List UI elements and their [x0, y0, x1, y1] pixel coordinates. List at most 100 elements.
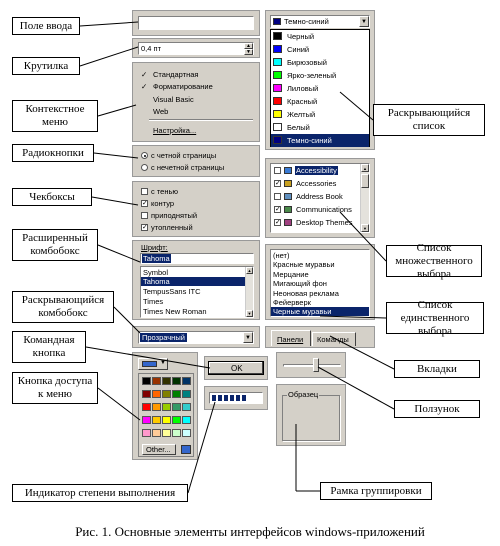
context-menu-item[interactable]: Настройка...: [153, 126, 197, 135]
radio-odd[interactable]: [141, 164, 148, 171]
spinner-down-button[interactable]: ▼: [244, 49, 253, 55]
list-item[interactable]: Symbol: [143, 268, 169, 277]
single-list-item[interactable]: Красные муравьи: [273, 260, 335, 270]
palette-swatch[interactable]: [182, 403, 191, 411]
single-list-item[interactable]: Фейерверк: [273, 298, 311, 307]
palette-swatch[interactable]: [162, 403, 171, 411]
context-menu-item[interactable]: Visual Basic: [153, 95, 194, 104]
radio-even[interactable]: [141, 152, 148, 159]
checkbox[interactable]: ✓: [274, 180, 281, 187]
dropdown-combo[interactable]: Прозрачный ▼: [138, 331, 254, 344]
multi-list-item[interactable]: ✓Accessories: [271, 178, 360, 190]
folder-icon: [284, 180, 292, 187]
checkbox[interactable]: [274, 167, 281, 174]
palette-swatch[interactable]: [162, 390, 171, 398]
context-menu-item[interactable]: Стандартная: [153, 70, 199, 79]
palette-swatch[interactable]: [142, 403, 151, 411]
extended-combo-value: Tahoma: [142, 254, 171, 263]
palette-swatch[interactable]: [152, 429, 161, 437]
other-colors-button[interactable]: Other...: [142, 444, 176, 455]
dropdown-list-item[interactable]: Желтый: [271, 108, 369, 121]
checkbox[interactable]: [274, 193, 281, 200]
palette-swatch[interactable]: [162, 416, 171, 424]
dropdown-list-item[interactable]: Синий: [271, 43, 369, 56]
single-list-item[interactable]: Мигающий фон: [273, 279, 327, 289]
list-item[interactable]: Times: [143, 297, 164, 306]
extended-combo-list[interactable]: Symbol Tahoma TempusSans ITC Times Times…: [140, 266, 254, 318]
input-field[interactable]: [138, 16, 254, 30]
palette-swatch[interactable]: [152, 403, 161, 411]
extended-combo-input[interactable]: Tahoma: [140, 253, 254, 264]
scroll-up-icon[interactable]: ▲: [361, 164, 369, 172]
single-list-item-selected[interactable]: Черные муравьи: [271, 307, 369, 317]
scroll-down-icon[interactable]: ▼: [361, 224, 369, 232]
palette-swatch[interactable]: [152, 416, 161, 424]
list-item-selected[interactable]: Tahoma: [141, 277, 247, 286]
palette-swatch[interactable]: [172, 416, 181, 424]
dropdown-list-item[interactable]: Белый: [271, 121, 369, 134]
dropdown-list-item[interactable]: Лиловый: [271, 82, 369, 95]
dropdown-list-combo[interactable]: Темно-синий ▼: [270, 15, 370, 28]
list-item[interactable]: TempusSans ITC: [143, 287, 201, 296]
single-list-item[interactable]: (нет): [273, 251, 290, 260]
palette-swatch[interactable]: [142, 390, 151, 398]
dropdown-list-item[interactable]: Бирюзовый: [271, 56, 369, 69]
chevron-down-icon[interactable]: ▼: [359, 16, 369, 27]
callout-input-field: Поле ввода: [12, 17, 80, 35]
checkbox-group: с тенью ✓ контур приподнятый ✓ утопленны…: [132, 181, 260, 237]
dropdown-list-item[interactable]: Красный: [271, 95, 369, 108]
palette-swatch[interactable]: [182, 429, 191, 437]
palette-swatch[interactable]: [162, 377, 171, 385]
slider-track[interactable]: [283, 364, 341, 367]
tab-commands[interactable]: Команды: [312, 332, 356, 346]
palette-swatch[interactable]: [142, 416, 151, 424]
spinner-input[interactable]: 0,4 пт ▲ ▼: [138, 42, 254, 55]
palette-swatch[interactable]: [142, 377, 151, 385]
scroll-thumb[interactable]: [361, 174, 369, 188]
context-menu-item[interactable]: Web: [153, 107, 169, 116]
checkbox-raised[interactable]: [141, 212, 148, 219]
spinner-up-button[interactable]: ▲: [244, 43, 253, 49]
single-list-item[interactable]: Неоновая реклама: [273, 288, 339, 298]
dropdown-list-item[interactable]: Темно-синий: [271, 134, 369, 147]
palette-swatch[interactable]: [162, 429, 171, 437]
list-item[interactable]: Times New Roman: [143, 307, 207, 316]
palette-swatch[interactable]: [152, 377, 161, 385]
palette-swatch[interactable]: [172, 429, 181, 437]
multi-list-item[interactable]: Accessibility: [271, 165, 360, 177]
multi-list-item[interactable]: ✓Desktop Themes: [271, 217, 360, 229]
palette-swatch[interactable]: [142, 429, 151, 437]
checkbox[interactable]: ✓: [274, 219, 281, 226]
palette-swatch[interactable]: [172, 390, 181, 398]
tab-panels[interactable]: Панели: [271, 330, 311, 346]
color-menu-button[interactable]: ▼: [138, 358, 168, 370]
color-swatch-icon: [273, 71, 282, 79]
multi-list-item-label: Accessibility: [295, 166, 338, 175]
slider-thumb[interactable]: [313, 358, 319, 372]
checkbox-sunken[interactable]: ✓: [141, 224, 148, 231]
single-list-item[interactable]: Мерцание: [273, 269, 309, 279]
dropdown-list-item[interactable]: Черный: [271, 30, 369, 43]
scroll-down-icon[interactable]: ▼: [246, 310, 253, 317]
palette-swatch[interactable]: [172, 403, 181, 411]
ok-button[interactable]: OK: [208, 361, 264, 375]
multi-list-scrollbar[interactable]: ▲ ▼: [360, 164, 369, 232]
scroll-up-icon[interactable]: ▲: [246, 267, 253, 274]
extended-combo-scrollbar[interactable]: ▲ ▼: [245, 267, 253, 317]
multi-list-item[interactable]: ✓Communications: [271, 204, 360, 216]
checkbox-shadow[interactable]: [141, 188, 148, 195]
palette-swatch[interactable]: [182, 390, 191, 398]
context-menu-item[interactable]: Форматирование: [153, 82, 213, 91]
palette-swatch[interactable]: [182, 377, 191, 385]
palette-swatch[interactable]: [182, 416, 191, 424]
dropdown-list-item[interactable]: Ярко-зеленый: [271, 69, 369, 82]
palette-swatch[interactable]: [152, 390, 161, 398]
chevron-down-icon[interactable]: ▼: [243, 332, 253, 343]
checkbox[interactable]: ✓: [274, 206, 281, 213]
multi-list-item[interactable]: Address Book: [271, 191, 360, 203]
palette-swatch[interactable]: [172, 377, 181, 385]
checkbox-outline[interactable]: ✓: [141, 200, 148, 207]
dropdown-list-item-label: Темно-синий: [287, 136, 332, 145]
